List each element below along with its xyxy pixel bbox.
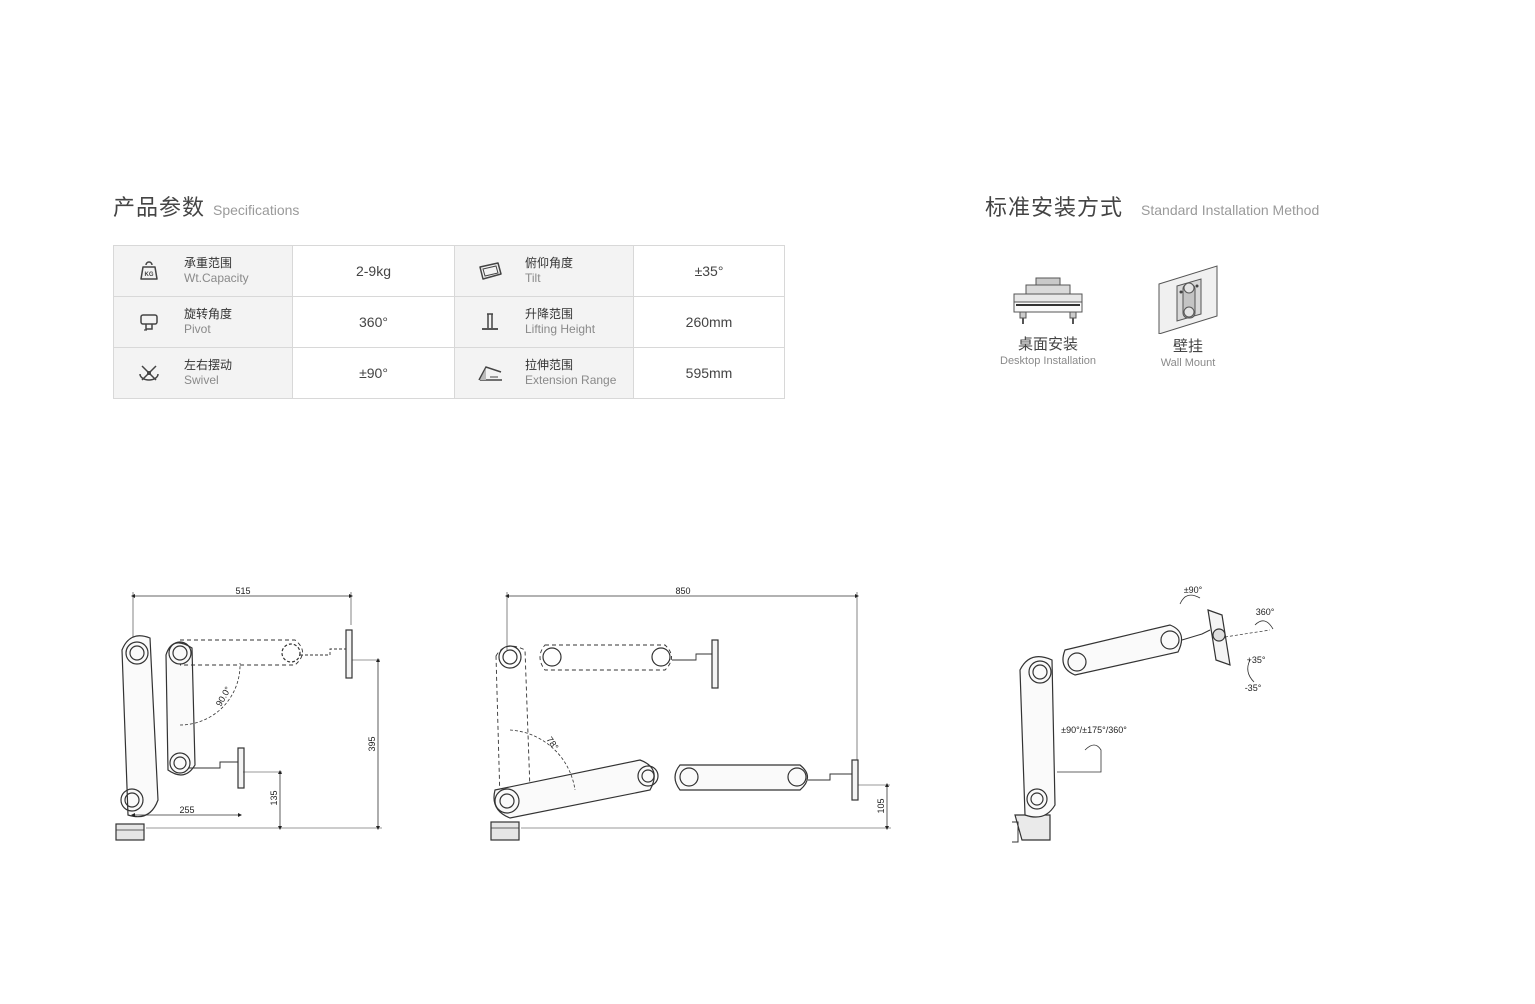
spec-label-zh: 承重范围 [184,256,233,270]
spec-label-en: Pivot [184,322,211,336]
specifications-title-en: Specifications [213,202,300,218]
spec-label-en: Swivel [184,373,219,387]
label-tilt-up: +35° [1247,655,1266,665]
label-swivel-90: ±90° [1184,585,1203,595]
pivot-icon [114,311,184,333]
dim-135: 135 [269,790,279,805]
dim-105: 105 [876,798,886,813]
angle-90: 90.0° [214,685,233,709]
installation-title-zh: 标准安装方式 [985,195,1124,220]
dim-850: 850 [675,586,690,596]
label-tilt-down: -35° [1245,683,1262,693]
specifications-title: 产品参数 Specifications [113,190,299,222]
spec-value-extension: 595mm [633,347,785,399]
spec-label-zh: 旋转角度 [184,307,233,321]
weight-icon: KG [114,260,184,282]
extended-arm-diagram [490,592,891,841]
spec-label-zh: 拉伸范围 [525,358,574,372]
desktop-installation: 桌面安装 Desktop Installation [990,276,1106,367]
swivel-icon [114,362,184,384]
label-arm-joint: ±90°/±175°/360° [1061,725,1127,735]
spec-label-zh: 升降范围 [525,307,574,321]
rotation-diagram [1012,594,1274,843]
spec-value-lifting: 260mm [633,296,785,348]
desktop-installation-label-en: Desktop Installation [1000,355,1096,367]
svg-text:KG: KG [145,272,154,278]
wall-mount-icon [1158,265,1218,335]
retracted-arm-diagram [115,592,382,841]
tilt-icon [455,260,525,282]
wall-mount: 壁挂 Wall Mount [1140,262,1236,369]
angle-78: 78° [544,735,560,752]
installation-title: 标准安装方式 Standard Installation Method [985,190,1319,222]
extension-range-icon [455,362,525,384]
installation-title-en: Standard Installation Method [1141,202,1320,218]
spec-label-zh: 左右摆动 [184,358,233,372]
dim-255: 255 [179,805,194,815]
wall-mount-label-en: Wall Mount [1160,357,1216,369]
lifting-height-icon [455,311,525,333]
spec-value-tilt: ±35° [633,245,785,297]
desk-clamp-icon [1013,277,1083,324]
spec-label-en: Lifting Height [525,322,596,336]
spec-value-pivot: 360° [292,296,455,348]
specifications-title-zh: 产品参数 [113,195,206,220]
desktop-installation-label-zh: 桌面安装 [1017,336,1078,353]
dim-395: 395 [367,736,377,751]
label-pivot-360: 360° [1256,607,1275,617]
spec-label-zh: 俯仰角度 [525,256,574,270]
spec-label-en: Wt.Capacity [184,271,249,285]
spec-label-en: Tilt [525,271,541,285]
spec-value-weight: 2-9kg [292,245,455,297]
dim-515: 515 [235,586,250,596]
wall-mount-label-zh: 壁挂 [1172,338,1203,355]
spec-label-en: Extension Range [525,373,617,387]
